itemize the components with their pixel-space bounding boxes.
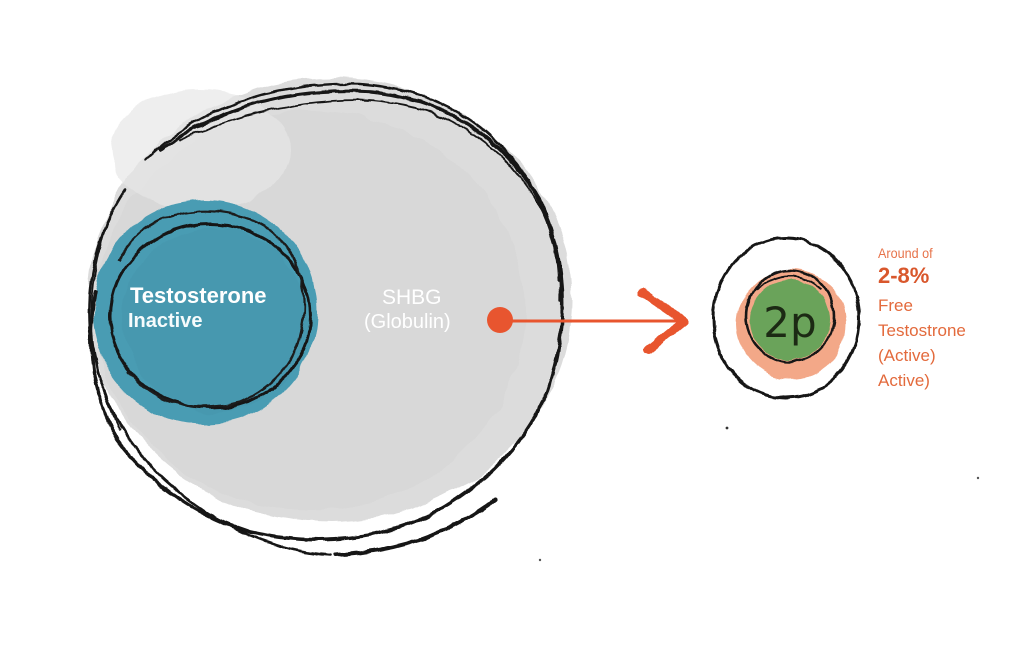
free-testosterone-label: Testostrone xyxy=(878,321,966,340)
free-active-label: (Active) xyxy=(878,346,936,365)
right-arrow-icon xyxy=(487,287,689,355)
speck-2 xyxy=(976,476,980,480)
testosterone-status-label: Inactive xyxy=(128,310,203,332)
shbg-outline-6 xyxy=(90,219,121,431)
testosterone-outline xyxy=(108,222,312,410)
free-prefix-label: Around of xyxy=(878,245,933,261)
speck-3 xyxy=(538,558,542,562)
shbg-outlines xyxy=(88,82,564,557)
arrow-head xyxy=(637,287,689,355)
arrow-shaft xyxy=(493,315,685,327)
free-outer-ring xyxy=(711,236,861,400)
shbg-outline-5 xyxy=(179,99,559,281)
speck-1 xyxy=(725,426,729,430)
shbg-label: SHBG xyxy=(382,286,442,309)
free-percentage-label: 2-8% xyxy=(878,263,930,288)
shbg-outline-1 xyxy=(89,89,564,542)
free-green-core xyxy=(750,280,830,360)
testosterone-bound-molecule xyxy=(93,200,317,424)
free-active-label-2: Active) xyxy=(878,371,930,390)
testosterone-fill-shade xyxy=(123,228,307,412)
testosterone-outline-2 xyxy=(117,210,306,408)
arrow-origin-dot xyxy=(487,307,513,333)
free-testosterone-molecule: 2p xyxy=(711,236,861,400)
shbg-outline-4 xyxy=(333,498,497,557)
shbg-outline-3 xyxy=(88,188,332,557)
shbg-fill-light xyxy=(110,90,290,210)
testosterone-label: Testosterone xyxy=(130,283,267,308)
free-inner-ring xyxy=(744,268,836,364)
free-badge-text: 2p xyxy=(763,298,816,347)
free-label: Free xyxy=(878,296,913,315)
shbg-sublabel: (Globulin) xyxy=(364,311,451,333)
free-inner-ring-2 xyxy=(754,275,823,291)
